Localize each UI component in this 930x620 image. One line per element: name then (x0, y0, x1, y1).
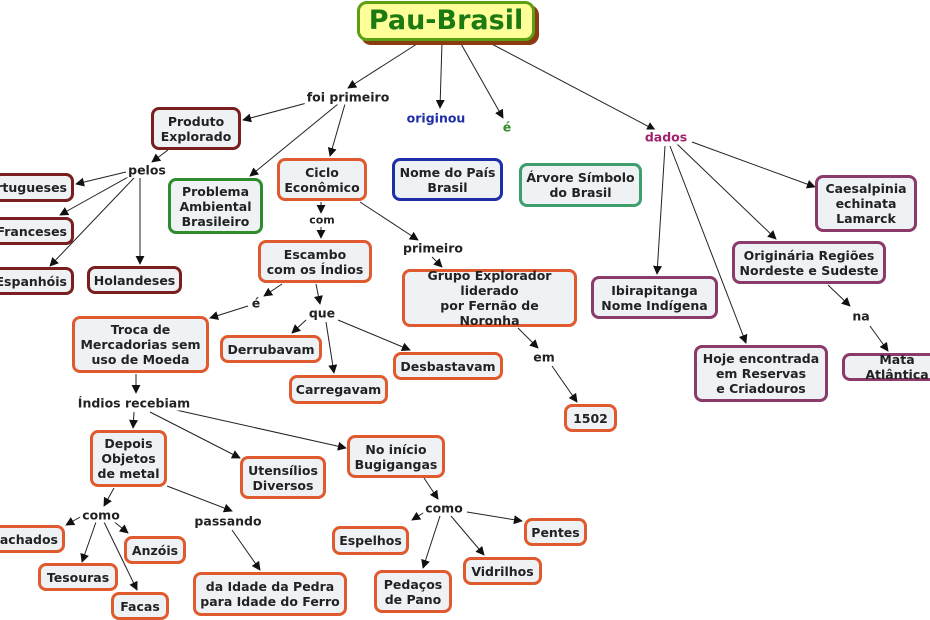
concept-derrubavam[interactable]: Derrubavam (220, 335, 322, 363)
link-indios-recebiam: Índios recebiam (75, 395, 193, 411)
connector-arrow (209, 305, 249, 320)
concept-pedacos-de-pano[interactable]: Pedaços de Pano (374, 570, 452, 613)
concept-ciclo-economico[interactable]: Ciclo Econômico (277, 158, 367, 201)
concept-franceses[interactable]: Franceses (0, 217, 74, 245)
link-primeiro: primeiro (401, 240, 465, 256)
connector-arrow (249, 103, 339, 177)
connector-arrow (263, 283, 283, 297)
concept-machados[interactable]: Machados (0, 525, 65, 553)
link-originou: originou (404, 110, 468, 126)
connector-arrow (431, 256, 443, 268)
link-que: que (306, 305, 338, 321)
connector-arrow (325, 321, 338, 374)
link-e-simbolo: é (500, 119, 514, 135)
link-como-metal: como (80, 507, 122, 523)
concept-desbastavam[interactable]: Desbastavam (393, 352, 503, 380)
connector-arrow (49, 177, 135, 267)
connector-arrow (359, 201, 419, 241)
connector-arrow (450, 515, 485, 556)
concept-escambo[interactable]: Escambo com os Índios (258, 240, 372, 283)
concept-facas[interactable]: Facas (111, 592, 169, 620)
concept-problema-ambiental[interactable]: Problema Ambiental Brasileiro (168, 178, 263, 234)
concept-caesalpinia-echinata[interactable]: Caesalpinia echinata Lamarck (815, 175, 917, 232)
connector-arrow (59, 175, 131, 216)
connector-arrow (466, 511, 523, 525)
connector-arrow (827, 284, 851, 307)
connector-arrow (149, 411, 241, 459)
link-pelos: pelos (126, 162, 168, 178)
connector-arrow (676, 143, 777, 240)
connector-arrow (691, 141, 816, 189)
connector-arrow (423, 477, 439, 500)
concept-pentes[interactable]: Pentes (524, 518, 587, 546)
concept-ibirapitanga[interactable]: Ibirapitanga Nome Indígena (591, 276, 718, 319)
link-em: em (531, 349, 557, 365)
concept-originaria-regioes[interactable]: Originária Regiões Nordeste e Sudeste (732, 241, 886, 284)
connector-arrow (653, 145, 666, 275)
connector-arrow (347, 41, 421, 89)
concept-idade-pedra-ferro[interactable]: da Idade da Pedra para Idade do Ferro (193, 572, 347, 616)
connector-arrow (166, 485, 233, 513)
link-e-troca: é (249, 295, 263, 311)
concept-espanhois[interactable]: Espanhóis (0, 267, 74, 295)
connector-arrow (129, 411, 138, 429)
concept-tesouras[interactable]: Tesouras (38, 563, 118, 591)
link-foi-primeiro: foi primeiro (304, 89, 392, 105)
concept-anzois[interactable]: Anzóis (124, 536, 186, 564)
concept-espelhos[interactable]: Espelhos (332, 526, 409, 555)
connector-arrow (517, 327, 539, 349)
connector-arrow (103, 487, 115, 507)
concept-bugigangas[interactable]: No início Bugigangas (347, 435, 445, 478)
connector-arrow (327, 103, 346, 157)
concept-holandeses[interactable]: Holandeses (87, 266, 182, 294)
concept-ano-1502[interactable]: 1502 (564, 404, 617, 432)
connector-arrow (669, 145, 748, 344)
connector-arrow (103, 521, 138, 591)
link-como-bugigangas: como (423, 500, 465, 516)
link-com: com (307, 213, 337, 227)
concept-nome-do-pais[interactable]: Nome do País Brasil (392, 158, 503, 201)
root-concept-pau-brasil[interactable]: Pau-Brasil (357, 1, 535, 41)
concept-utensilios-diversos[interactable]: Utensílios Diversos (240, 456, 326, 499)
connector-arrow (551, 365, 578, 403)
connector-arrow (75, 171, 127, 187)
connector-arrow (313, 283, 323, 305)
concept-troca-mercadorias[interactable]: Troca de Mercadorias sem uso de Moeda (72, 316, 209, 373)
concept-portugueses[interactable]: Portugueses (0, 173, 74, 202)
concept-vidrilhos[interactable]: Vidrilhos (463, 557, 542, 585)
link-passando: passando (192, 513, 264, 529)
link-dados: dados (642, 129, 690, 145)
concept-objetos-de-metal[interactable]: Depois Objetos de metal (90, 430, 167, 487)
link-na: na (850, 308, 872, 324)
connector-arrow (487, 41, 656, 131)
connector-arrow (291, 319, 307, 334)
connector-arrow (231, 529, 261, 571)
connector-arrow (337, 319, 411, 352)
connector-arrow (175, 409, 347, 451)
concept-hoje-encontrada[interactable]: Hoje encontrada em Reservas e Criadouros (694, 345, 828, 402)
concept-arvore-simbolo[interactable]: Árvore Símbolo do Brasil (519, 163, 642, 207)
connector-arrow (65, 515, 83, 526)
concept-carregavam[interactable]: Carregavam (289, 375, 388, 404)
concept-produto-explorado[interactable]: Produto Explorado (151, 107, 241, 150)
connector-arrow (435, 41, 445, 109)
connector-arrow (421, 515, 441, 569)
connector-arrow (459, 41, 504, 119)
connector-arrow (151, 149, 169, 163)
connector-arrow (869, 325, 889, 352)
concept-mata-atlantica[interactable]: Mata Atlântica (842, 352, 930, 382)
connector-arrow (80, 521, 97, 563)
concept-grupo-explorador[interactable]: Grupo Explorador liderado por Fernão de … (402, 268, 577, 328)
